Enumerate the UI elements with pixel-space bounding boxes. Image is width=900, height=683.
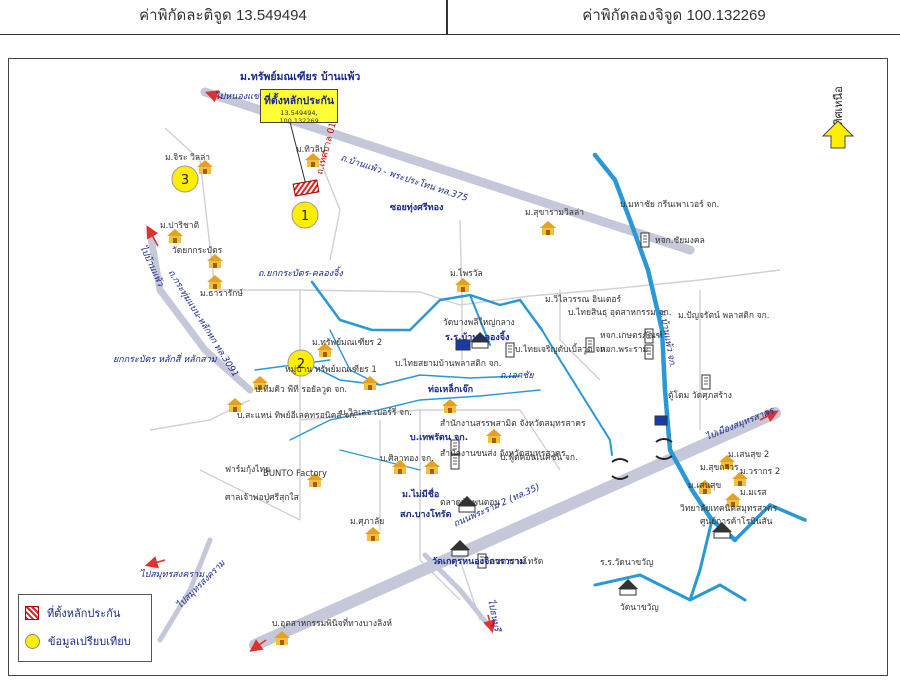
callout-title: ที่ตั้งหลักประกัน: [263, 95, 335, 107]
place-label: ม.สุขถาวร: [700, 463, 739, 473]
place-label: หจก.ชัยมงคล: [655, 236, 705, 246]
comparable-marker-2[interactable]: 2: [287, 349, 315, 377]
place-label: ท่อเหล็กเจ๊ก: [428, 382, 473, 395]
legend-label: ที่ตั้งหลักประกัน: [47, 607, 121, 620]
local-roads: [149, 127, 781, 621]
place-label: อบต.บางโทรัด: [490, 556, 543, 567]
road-label-yak: ยกกระบัตร หลักสี่ หลักสาม: [113, 352, 218, 365]
map-legend: ที่ตั้งหลักประกัน ข้อมูลเปรียบเทียบ: [18, 594, 152, 662]
place-label: ม.วรากร 2: [740, 467, 780, 477]
place-label: วัดเกตุรหนองจิกวราราม: [432, 556, 526, 567]
place-label: ม.สุขารามวิลล่า: [525, 208, 584, 218]
place-label: ม.ศุภาลัย: [350, 517, 384, 527]
place-label: ร.ร.วัดนาขวัญ: [600, 558, 653, 568]
place-label: บ.มหาชัย กรีนเพาเวอร์ จก.: [620, 199, 719, 210]
road-label-soi-thungsri: ซอยทุ่งศรีทอง: [390, 202, 443, 213]
place-label: ม.ไม่มีชื่อ: [402, 487, 439, 500]
comparable-marker-3[interactable]: 3: [171, 165, 199, 193]
coordinate-header: ค่าพิกัดละติจูด 13.549494 ค่าพิกัดลองจิจ…: [0, 0, 900, 35]
place-label: วิทยาลัยเทคนิคสมุทรสาคร: [680, 504, 778, 514]
place-label: หจก.เกษตรภัณฑ์: [600, 330, 663, 341]
place-label: บ.ไทยสยามบ้านพลาสติก จก.: [395, 358, 501, 369]
callout-coords: 13.549494, 100.132269: [279, 109, 319, 125]
marker-number: 1: [301, 209, 309, 224]
rivers: [254, 152, 807, 602]
place-label: ม.เสนสุข: [688, 481, 721, 491]
place-label: บ.วิลเลจ เบอร์รี่ จก.: [340, 406, 412, 418]
place-label: ศาลเจ้าพ่อปู่ศรีสุกใส: [225, 492, 300, 503]
place-label: บ.อุตสาหกรรมพินิจที่ทางบางลิงห์: [272, 617, 392, 629]
place-label: ม.ปัญจรัตน์ พลาสติก จก.: [678, 310, 770, 321]
map-title: ม.ทรัพย์มณเฑียร บ้านแพ้ว: [240, 70, 360, 83]
place-label: ม.ทรัพย์มณเฑียร 2: [312, 337, 382, 348]
collateral-callout[interactable]: ที่ตั้งหลักประกัน 13.549494, 100.132269: [260, 89, 338, 125]
legend-item-collateral: ที่ตั้งหลักประกัน: [25, 603, 120, 623]
collateral-swatch: [25, 606, 39, 620]
place-label: วัดนาขวัญ: [620, 603, 659, 613]
place-label: บ.ฟู้ดคอนเนคชั่น จก.: [500, 451, 578, 463]
place-label: ม.ธารารักษ์: [200, 288, 243, 299]
marker-number: 3: [181, 173, 189, 188]
place-label: วัดยกกระบัตร: [172, 246, 223, 256]
place-label: สภ.บางโทรัด: [400, 508, 452, 520]
latitude-label: ค่าพิกัดละติจูด 13.549494: [139, 7, 307, 24]
place-label: ฟาร์มกุ้งไทย: [225, 464, 270, 475]
place-label: บ.ไทยสินธุ อุตสาหกรรม จก.: [568, 307, 671, 318]
place-label: หมู่บ้าน ทรัพย์มณเฑียร 1: [285, 364, 377, 375]
place-label: ศูนย์การค้าโรบินสัน: [700, 516, 773, 527]
place-label: ตลาดนัดพนตอน: [440, 498, 500, 508]
callout-pointer: [289, 121, 307, 186]
place-label: สำนักงานขนส่ง จังหวัดสมุทรสาคร: [440, 449, 566, 459]
place-label: ม.ทิวลิป: [296, 145, 325, 155]
place-label: บ.สะแหน่ ทิพย์อีเลคทรอนิคส์ จก.: [237, 410, 357, 421]
place-label: บ.ศิลาทอง จก.: [380, 454, 434, 464]
place-label: หจก.พระราม: [600, 345, 648, 355]
comparable-swatch: [25, 633, 40, 649]
place-label: ม.เสนสุข 2: [728, 450, 769, 460]
temple-icons: [449, 331, 733, 596]
road-label-ekachai: ถ.เอกชัย: [500, 370, 534, 381]
place-label: ตู้โดม วัดศุภสร้าง: [668, 390, 732, 401]
longitude-label: ค่าพิกัดลองจิจูด 100.132269: [582, 7, 766, 24]
road-label-tha-kham: ถ.ยกกระบัตร-คลองจิ้ง: [258, 266, 343, 279]
place-label: วัดบางพลีใหญ่กลาง: [443, 317, 515, 328]
place-label: ม.มเรส: [740, 488, 767, 498]
road-label-to-samut-songkhram: ไปสมุทรสงคราม: [140, 568, 205, 580]
header-divider: [446, 0, 448, 34]
place-label: ม.ปาริชาติ: [160, 221, 199, 231]
legend-item-comparable: ข้อมูลเปรียบเทียบ: [25, 631, 131, 651]
collateral-site[interactable]: [292, 179, 320, 197]
map-frame: [8, 58, 888, 676]
north-label: ทิศเหนือ: [832, 86, 845, 125]
place-label: BUNTO Factory: [263, 469, 327, 479]
place-label: ม.ไพรวัล: [450, 268, 483, 279]
place-label: สำนักงานสรรพสามิต จังหวัดสมุทรสาคร: [440, 419, 586, 429]
place-label: บ.เทพรัตน จก.: [410, 432, 468, 443]
house-icons: [167, 153, 748, 645]
road-end-arrows: [144, 90, 779, 652]
place-labels: ม.ทิวลิป ม.จิระ วิลล่า ม.ปาริชาติ วัดยกก…: [160, 145, 780, 629]
place-label: ม.จิระ วิลล่า: [165, 153, 210, 163]
place-label: บ.ไทยเจริญดับเบิ้ลวูด จก.: [515, 343, 608, 355]
place-label: ม.วิไลวรรณ อินเตอร์: [545, 294, 621, 305]
legend-label: ข้อมูลเปรียบเทียบ: [48, 635, 131, 648]
north-arrow: ทิศเหนือ: [821, 86, 855, 149]
marker-number: 2: [297, 357, 305, 372]
place-label: ร.ร.บ้านคลองจิ้ง: [445, 330, 509, 343]
place-label: บ.ทีมคิว พีที รอยัลวูด จก.: [255, 384, 347, 395]
bridges: [611, 438, 673, 480]
road-label-to-nongkhaem: ไปหนองแขม: [215, 90, 266, 102]
comparable-marker-1[interactable]: 1: [291, 201, 319, 229]
